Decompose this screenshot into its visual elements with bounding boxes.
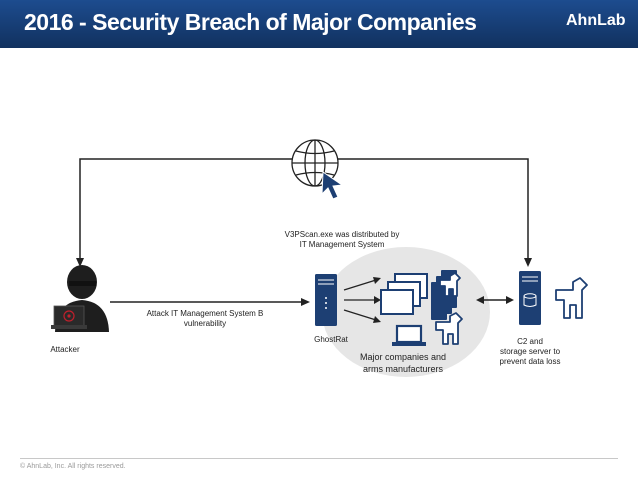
page-title: 2016 - Security Breach of Major Companie… <box>24 9 477 35</box>
ghostrat-server-icon <box>315 274 337 326</box>
target-monitors-icon <box>380 273 428 315</box>
ghostrat-label: GhostRat <box>314 335 348 344</box>
c2-label: C2 and storage server to prevent data lo… <box>490 337 570 367</box>
distribution-note-line-2: IT Management System <box>299 240 385 249</box>
c2-server-icon <box>519 271 541 325</box>
attack-note-line-2: vulnerability <box>183 319 227 328</box>
targets-label: Major companies and arms manufacturers <box>340 351 466 375</box>
copyright-text: © AhnLab, Inc. All rights reserved. <box>20 463 126 470</box>
distribution-note: V3PScan.exe was distributed by IT Manage… <box>272 230 412 250</box>
title-bar: 2016 - Security Breach of Major Companie… <box>0 0 638 48</box>
c2-label-line-1: C2 and <box>517 337 543 346</box>
targets-label-line-1: Major companies and <box>359 352 447 362</box>
c2-label-line-3: prevent data loss <box>499 357 561 366</box>
targets-label-line-2: arms manufacturers <box>362 364 444 374</box>
footer-divider <box>20 458 618 459</box>
trojan-horse-icon <box>439 272 461 297</box>
c2-label-line-2: storage server to <box>499 347 561 356</box>
attack-arrow <box>110 298 310 306</box>
distribution-note-line-1: V3PScan.exe was distributed by <box>284 230 400 239</box>
target-laptop-icon <box>392 324 426 346</box>
attacker-label: Attacker <box>50 345 80 354</box>
attacker-icon <box>51 265 109 332</box>
trojan-horse-icon <box>435 312 463 345</box>
distribution-arrows <box>343 277 381 323</box>
ahnlab-logo: AhnLab <box>566 12 626 29</box>
attack-note-line-1: Attack IT Management System B <box>146 309 264 318</box>
connector-arrowheads <box>76 258 532 267</box>
c2-exchange-arrow <box>476 296 514 304</box>
trojan-horse-icon <box>555 277 588 319</box>
cursor-icon <box>321 171 344 200</box>
attack-note: Attack IT Management System B vulnerabil… <box>140 309 270 329</box>
